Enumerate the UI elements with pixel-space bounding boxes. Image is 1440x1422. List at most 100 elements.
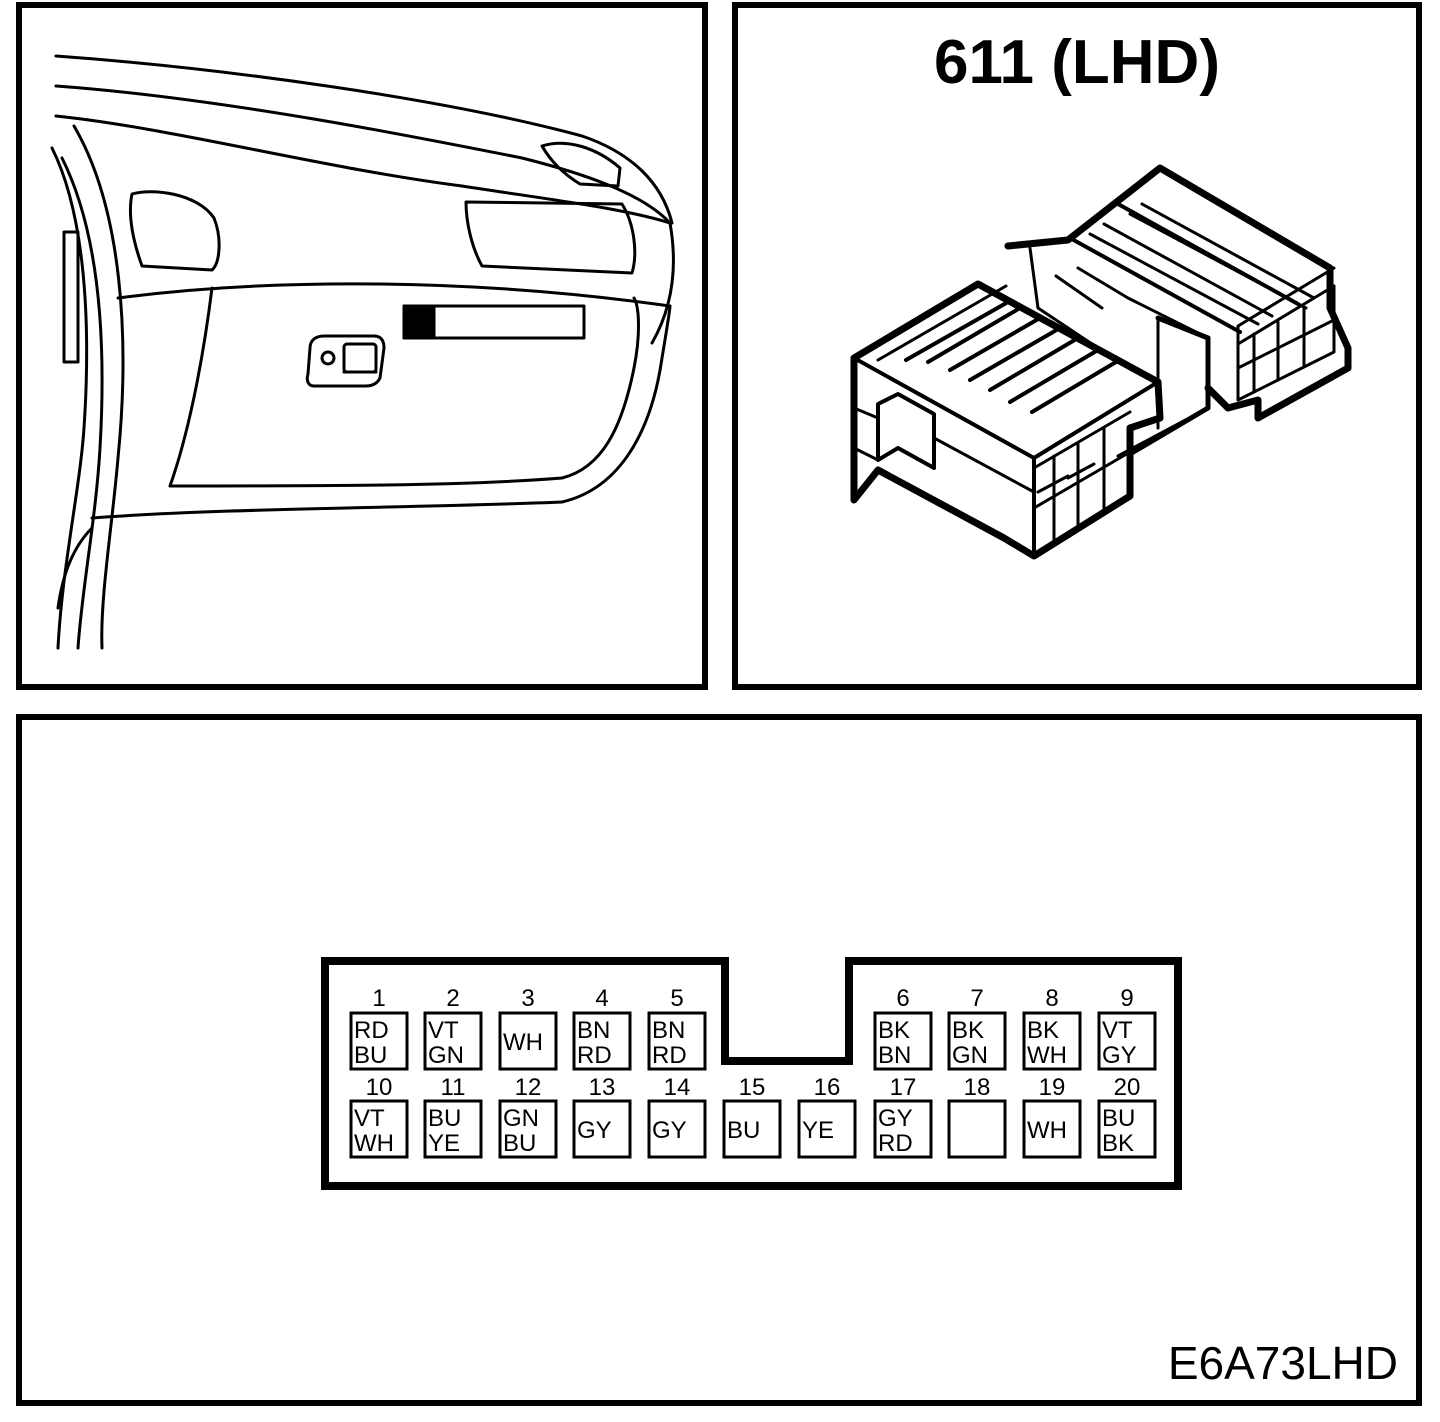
pin-number: 4 — [595, 985, 608, 1012]
pin-wire-color: YE — [802, 1117, 834, 1144]
pin-number: 9 — [1120, 985, 1133, 1012]
pin-number: 10 — [366, 1074, 393, 1101]
pin-number: 5 — [670, 985, 683, 1012]
pin-wire-color: VT — [354, 1105, 385, 1132]
pin-wire-color: BU — [1102, 1105, 1135, 1132]
pin-number: 13 — [589, 1074, 616, 1101]
pin-wire-color: BN — [878, 1042, 911, 1069]
pins-group: 1RDBU2VTGN3WH4BNRD5BNRD6BKBN7BKGN8BKWH9V… — [349, 985, 1157, 1159]
pin-wire-color: GY — [1102, 1042, 1137, 1069]
pin-wire-color: BU — [428, 1105, 461, 1132]
pin-box — [498, 1011, 558, 1071]
pin-wire-color: BN — [652, 1017, 685, 1044]
pin-number: 6 — [896, 985, 909, 1012]
pin-box — [797, 1099, 857, 1159]
pin-wire-color: WH — [1027, 1042, 1067, 1069]
pin-wire-color: GY — [652, 1117, 687, 1144]
pin-wire-color: WH — [1027, 1117, 1067, 1144]
pin-number: 18 — [964, 1074, 991, 1101]
pin-number: 14 — [664, 1074, 691, 1101]
pin-number: 17 — [890, 1074, 917, 1101]
dashboard-location-illustration — [50, 54, 675, 650]
pin-box — [873, 1011, 933, 1071]
pin-wire-color: VT — [428, 1017, 459, 1044]
pin-box — [1097, 1011, 1157, 1071]
pin-number: 19 — [1039, 1074, 1066, 1101]
pin-wire-color: RD — [652, 1042, 687, 1069]
pin-wire-color: BK — [952, 1017, 984, 1044]
pin-box — [1022, 1099, 1082, 1159]
pin-wire-color: BU — [354, 1042, 387, 1069]
pin-wire-color: YE — [428, 1130, 460, 1157]
pin-number: 1 — [372, 985, 385, 1012]
pin-box — [1022, 1011, 1082, 1071]
connector-title: 611 (LHD) — [934, 28, 1220, 97]
pin-box — [349, 1099, 409, 1159]
pin-number: 8 — [1045, 985, 1058, 1012]
pin-box — [722, 1099, 782, 1159]
pin-number: 20 — [1114, 1074, 1141, 1101]
pin-18: 18 — [947, 1074, 1007, 1159]
pin-wire-color: WH — [503, 1029, 543, 1056]
pin-3: 3WH — [498, 985, 558, 1071]
connector-panel: 611 (LHD) — [732, 2, 1422, 690]
location-panel — [16, 2, 708, 690]
pin-box — [947, 1099, 1007, 1159]
pin-box — [647, 1099, 707, 1159]
pin-wire-color: BN — [577, 1017, 610, 1044]
pin-number: 12 — [515, 1074, 542, 1101]
pin-wire-color: VT — [1102, 1017, 1133, 1044]
pin-number: 2 — [446, 985, 459, 1012]
pin-wire-color: RD — [354, 1017, 389, 1044]
pin-wire-color: BK — [1102, 1130, 1134, 1157]
pin-number: 15 — [739, 1074, 766, 1101]
pin-box — [349, 1011, 409, 1071]
pin-wire-color: WH — [354, 1130, 394, 1157]
pin-wire-color: RD — [878, 1130, 913, 1157]
pin-wire-color: GN — [428, 1042, 464, 1069]
pin-box — [423, 1099, 483, 1159]
pin-wire-color: BK — [1027, 1017, 1059, 1044]
pin-number: 16 — [814, 1074, 841, 1101]
pin-wire-color: GN — [503, 1105, 539, 1132]
connector-3d-illustration — [850, 164, 1352, 560]
pin-wire-color: RD — [577, 1042, 612, 1069]
pin-box — [572, 1099, 632, 1159]
pin-box — [947, 1011, 1007, 1071]
pin-box — [1097, 1099, 1157, 1159]
pin-box — [498, 1099, 558, 1159]
pin-box — [873, 1099, 933, 1159]
connector-pinout-diagram: 1RDBU2VTGN3WH4BNRD5BNRD6BKBN7BKGN8BKWH9V… — [321, 957, 1182, 1190]
pin-wire-color: GY — [878, 1105, 913, 1132]
pin-number: 7 — [970, 985, 983, 1012]
pin-number: 3 — [521, 985, 534, 1012]
pin-wire-color: BU — [727, 1117, 760, 1144]
pin-box — [647, 1011, 707, 1071]
pin-number: 11 — [441, 1074, 466, 1101]
pin-wire-color: GN — [952, 1042, 988, 1069]
pin-wire-color: BU — [503, 1130, 536, 1157]
pin-box — [572, 1011, 632, 1071]
pin-box — [423, 1011, 483, 1071]
pin-wire-color: GY — [577, 1117, 612, 1144]
diagram-code: E6A73LHD — [1167, 1337, 1398, 1389]
